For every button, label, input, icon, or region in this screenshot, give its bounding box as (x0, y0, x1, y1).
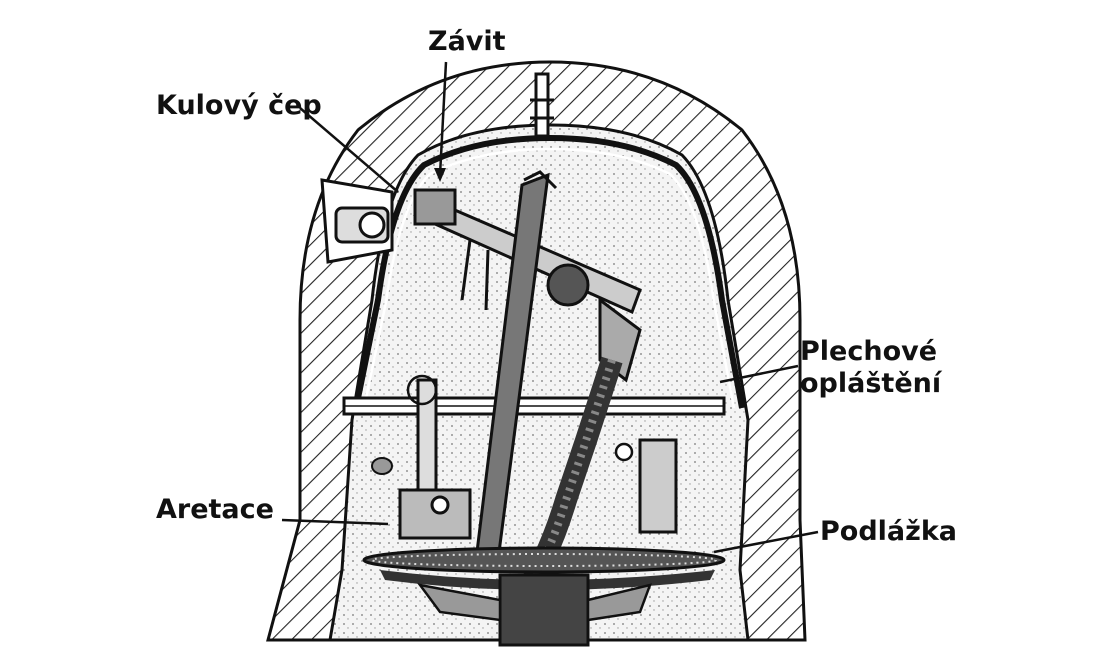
leader-zavit-arrow (434, 168, 446, 182)
sheet-metal-lining (353, 134, 745, 409)
sheet-metal-lining-inner (362, 147, 736, 409)
leader-lines (281, 61, 819, 554)
label-aretace: Aretace (156, 494, 274, 525)
roof-vent-fitting (530, 72, 554, 138)
embrasure-opening (320, 178, 394, 264)
leader-podlazka (713, 530, 819, 554)
right-equipment-panel (614, 438, 678, 534)
ring-beam (342, 396, 726, 416)
label-zavit: Závit (428, 26, 506, 57)
label-kulovy-cep: Kulový čep (156, 90, 322, 121)
label-plechove-line2: opláštění (800, 368, 942, 399)
label-podlazka: Podlážka (820, 516, 958, 547)
leader-kulovy-cep (299, 107, 399, 193)
label-plechove-line1: Plechové (800, 336, 938, 367)
locking-mechanism (371, 374, 472, 540)
leader-plechove (719, 364, 799, 384)
central-pedestal (417, 573, 652, 647)
label-plechove-oplasteni: Plechové opláštění (800, 336, 941, 400)
leader-aretace (281, 518, 389, 526)
leader-zavit (438, 61, 448, 176)
